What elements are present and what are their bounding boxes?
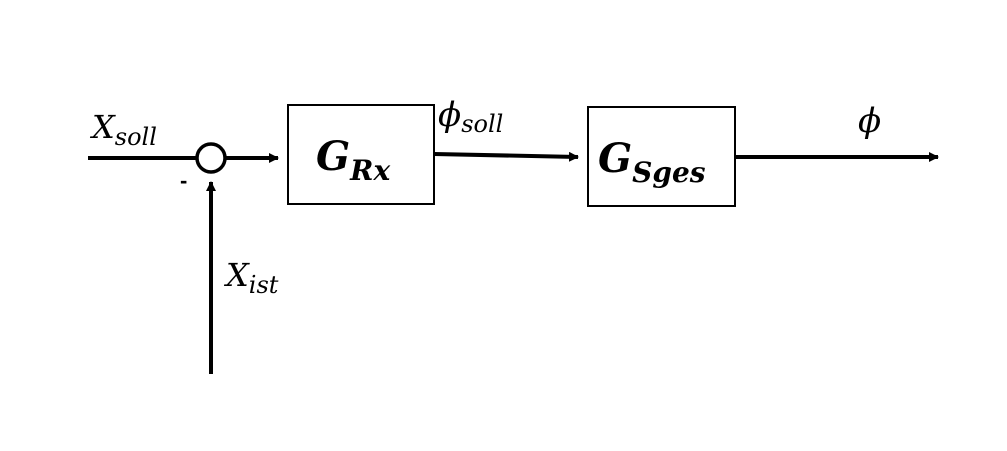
minus-sign: -	[180, 168, 187, 193]
setpoint-label: Xsoll	[89, 108, 157, 151]
plant-block	[587, 106, 736, 207]
plant-label-main: G	[598, 135, 632, 182]
actual-label-main: X	[223, 256, 250, 294]
plant-label-sub: Sges	[632, 156, 706, 189]
setpoint-label-sub: soll	[115, 123, 157, 151]
phi-setpoint-label-main: ϕ	[438, 95, 461, 135]
phi-setpoint-label-sub: soll	[461, 110, 503, 138]
setpoint-label-main: X	[89, 108, 116, 146]
phi-setpoint-label: ϕsoll	[438, 95, 503, 138]
plant-label: GSges	[598, 135, 706, 189]
output-label-main: ϕ	[858, 101, 881, 141]
controller-block	[287, 104, 435, 205]
controller-label: GRx	[316, 133, 390, 187]
output-label: ϕ	[858, 101, 881, 141]
controller-label-main: G	[316, 133, 350, 180]
controller-label-sub: Rx	[349, 154, 390, 187]
actual-label-sub: ist	[249, 271, 279, 299]
summing-junction	[195, 142, 227, 174]
actual-label: Xist	[223, 256, 279, 299]
controller-to-plant-line	[433, 151, 579, 162]
